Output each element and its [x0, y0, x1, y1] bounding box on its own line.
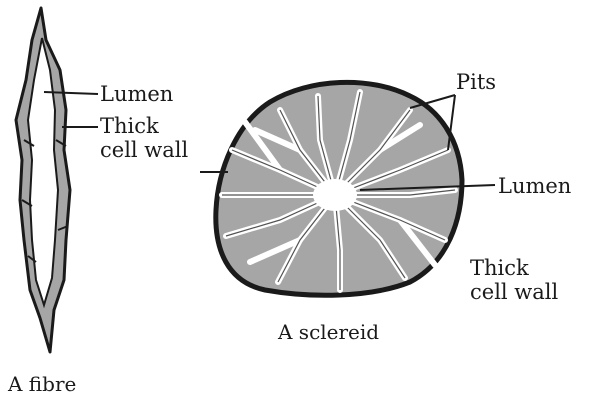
sclereid-pits-label: Pits — [456, 70, 496, 94]
sclereid-lumen-label: Lumen — [498, 174, 571, 198]
fibre-lumen-label: Lumen — [100, 82, 173, 106]
sclereid-wall-label-line1: Thick — [470, 256, 558, 280]
sclereid-lumen — [313, 179, 357, 211]
fibre-wall-label-line1: Thick — [100, 114, 188, 138]
sclereid-cell — [200, 82, 495, 295]
sclereid-wall-label: Thick cell wall — [470, 256, 558, 304]
fibre-caption: A fibre — [8, 372, 76, 396]
fibre-cell — [16, 8, 98, 352]
fibre-wall-label-line2: cell wall — [100, 138, 188, 162]
fibre-wall-label: Thick cell wall — [100, 114, 188, 162]
sclereid-caption: A sclereid — [278, 320, 379, 344]
sclereid-wall-label-line2: cell wall — [470, 280, 558, 304]
